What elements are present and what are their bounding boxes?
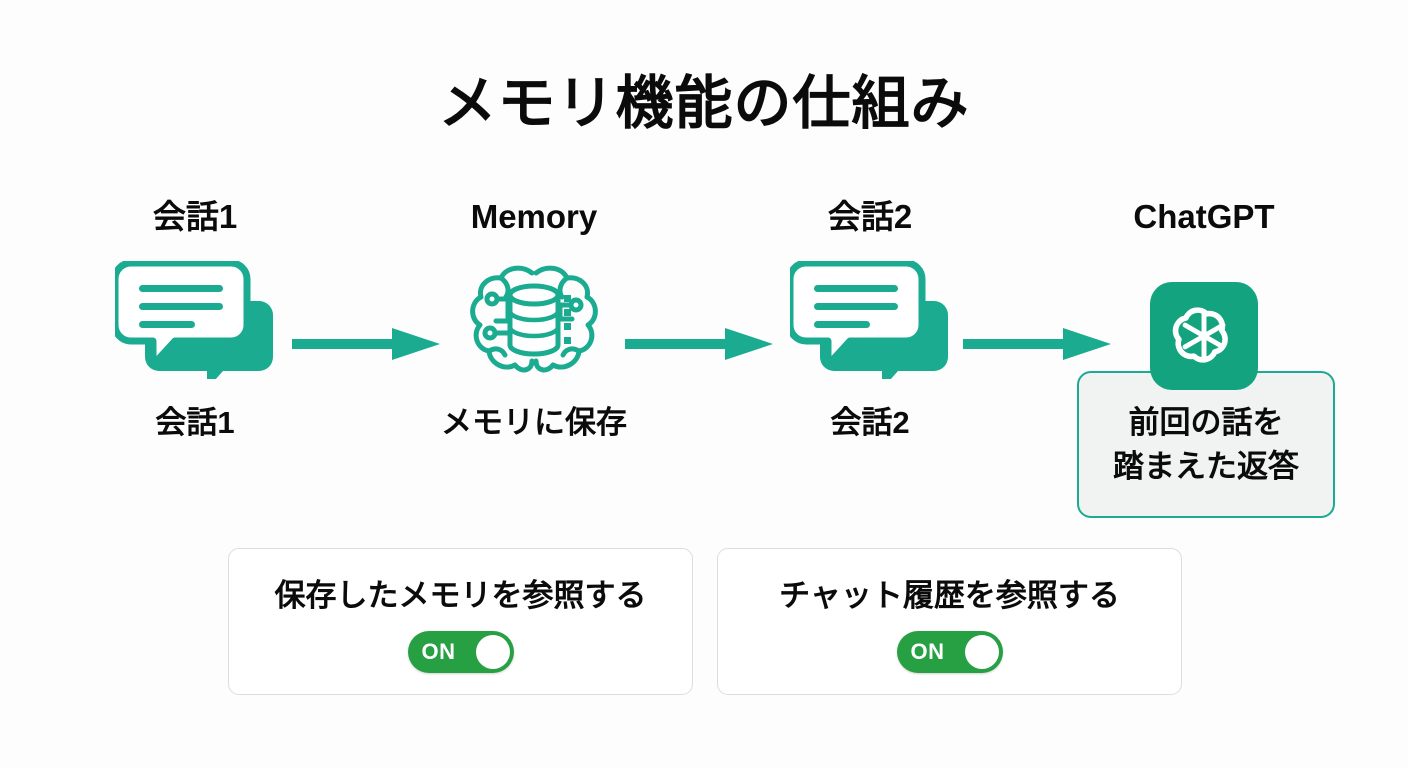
arrow-right-icon [625,324,775,364]
memory-settings-row: 保存したメモリを参照する ON チャット履歴を参照する ON [0,548,1408,698]
toggle-state-label: ON [421,639,456,664]
chatgpt-logo-icon [1150,282,1258,390]
flow-node-chatgpt-title: ChatGPT [1133,198,1275,235]
memory-flow-diagram: 会話1 会話1 Memory [0,196,1408,496]
setting-label-reference-saved-memories: 保存したメモリを参照する [274,578,647,613]
arrow-right-icon [292,324,442,364]
chat-bubbles-icon [80,260,310,380]
answer-line-1: 前回の話を [1128,404,1284,440]
flow-node-memory: Memory [419,196,649,444]
setting-panel-reference-chat-history[interactable]: チャット履歴を参照する ON [717,548,1182,695]
chatgpt-answer-card: 前回の話を 踏まえた返答 [1077,371,1335,518]
setting-panel-reference-saved-memories[interactable]: 保存したメモリを参照する ON [228,548,693,695]
page-title: メモリ機能の仕組み [438,71,970,136]
toggle-reference-chat-history[interactable]: ON [896,631,1003,673]
flow-node-memory-caption: メモリに保存 [441,405,627,440]
setting-label-reference-chat-history: チャット履歴を参照する [779,578,1120,613]
flow-node-conversation-2: 会話2 会話2 [755,196,985,444]
answer-line-2: 踏まえた返答 [1113,448,1299,484]
flow-node-conversation-1-title: 会話1 [152,198,238,235]
flow-node-conversation-2-title: 会話2 [827,198,913,235]
flow-node-conversation-1-caption: 会話1 [155,405,235,440]
toggle-state-label: ON [910,639,945,664]
arrow-right-icon [963,324,1113,364]
flow-node-memory-title: Memory [470,198,598,235]
toggle-reference-saved-memories[interactable]: ON [407,631,514,673]
toggle-knob[interactable] [964,635,999,669]
flow-node-chatgpt: ChatGPT [1089,196,1319,238]
toggle-knob[interactable] [475,635,510,669]
chat-bubbles-icon [755,260,985,380]
flow-node-conversation-1: 会話1 会話1 [80,196,310,444]
flow-node-conversation-2-caption: 会話2 [830,405,910,440]
brain-database-icon [419,260,649,380]
